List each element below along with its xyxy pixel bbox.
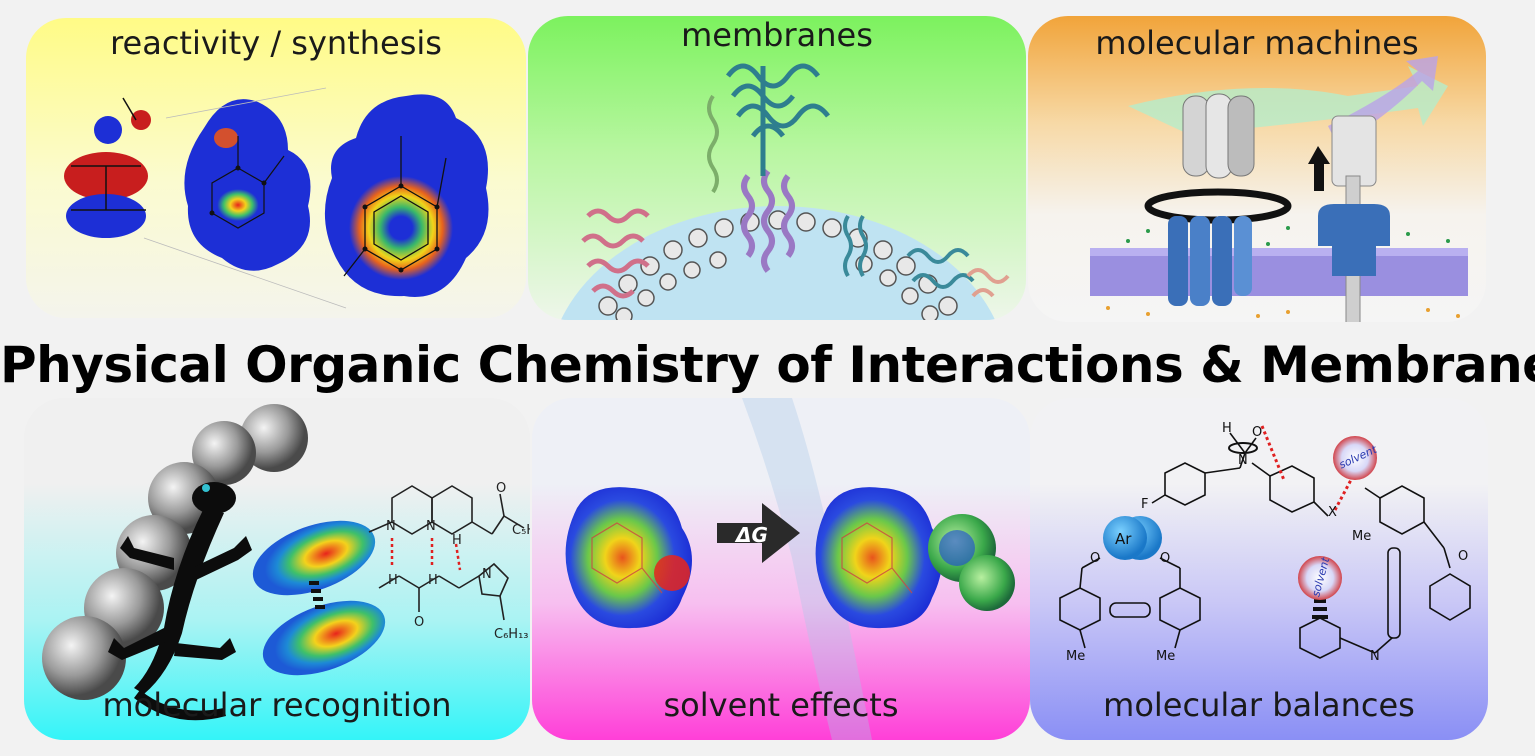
methyl-mid: Me: [1156, 649, 1175, 664]
balance-structure-top: [1151, 432, 1329, 517]
delta-g-arrow-icon: [717, 503, 800, 563]
orbital-small-blue: [94, 116, 122, 144]
stacking-interaction: [309, 581, 325, 609]
atom-n-right: N: [1370, 649, 1380, 664]
protein-teal: [726, 63, 830, 176]
panel-label-balances: molecular balances: [1103, 686, 1415, 724]
panel-label-machines: molecular machines: [1095, 24, 1419, 62]
atom-o-2: O: [414, 615, 424, 630]
delta-g-label: ΔG: [734, 523, 768, 547]
atom-h-1: H: [452, 533, 462, 548]
gecko-icon: [108, 482, 252, 721]
reactivity-illustration: [64, 87, 489, 309]
panel-label-membranes: membranes: [681, 16, 873, 54]
chain-c6h13: C₆H₁₃: [494, 627, 529, 642]
water-splash: [742, 398, 872, 740]
panel-solvent-effects: ΔG solvent effects: [532, 398, 1030, 740]
solvent-ball-top: [1333, 436, 1377, 480]
esp-hotspot: [212, 183, 264, 223]
panel-molecular-balances: solvent H N O F X Ar: [1030, 398, 1488, 740]
atom-n-3: N: [482, 567, 492, 582]
panel-membranes: membranes: [528, 16, 1026, 320]
atom-h-2: H: [388, 573, 398, 588]
panel-label-reactivity: reactivity / synthesis: [110, 24, 442, 62]
atom-x: X: [1328, 505, 1337, 520]
panel-reactivity-synthesis: reactivity / synthesis: [26, 18, 526, 318]
atom-o-right: O: [1458, 549, 1468, 564]
main-title: Physical Organic Chemistry of Interactio…: [0, 336, 1535, 394]
panel-label-recognition: molecular recognition: [102, 686, 452, 724]
panel-molecular-recognition: N N H O C₅H₁₁ H H O N C₆H₁₃ molecular re…: [24, 398, 530, 740]
panel-molecular-machines: molecular machines: [1028, 16, 1486, 322]
solvent-sphere-2: [959, 555, 1015, 611]
methyl-right: Me: [1352, 529, 1371, 544]
orbital-small-red: [131, 110, 151, 130]
rotation-arrow-icon: [1144, 188, 1292, 224]
orbital-lobe-blue: [66, 194, 146, 238]
rotary-motor: [1144, 93, 1292, 306]
esp-solute-1: [565, 487, 692, 629]
atom-o-left: O: [1090, 551, 1100, 566]
protein-pink: [581, 208, 650, 299]
protein-purple: [741, 169, 795, 273]
atom-h: H: [1222, 421, 1232, 436]
piston: [1308, 115, 1390, 322]
recognition-illustration: N N H O C₅H₁₁ H H O N C₆H₁₃: [42, 404, 530, 721]
atom-o-1: O: [496, 481, 506, 496]
atom-n: N: [1238, 453, 1248, 468]
esp-disk-bottom: [262, 600, 386, 676]
chain-c5h11: C₅H₁₁: [512, 523, 530, 538]
atom-h-3: H: [428, 573, 438, 588]
atom-n-2: N: [426, 519, 436, 534]
membrane-illustration: [560, 63, 1010, 320]
lipid-bilayer: [598, 210, 958, 320]
membrane-slab: [1090, 256, 1468, 296]
esp-disk-top: [252, 520, 376, 596]
naphthyridine-structure: [368, 485, 525, 621]
ar-label: Ar: [1115, 530, 1132, 548]
atom-n-1: N: [386, 519, 396, 534]
ar-sphere: [1103, 516, 1147, 560]
atom-o-mid: O: [1160, 551, 1170, 566]
balances-illustration: solvent H N O F X Ar: [1059, 421, 1471, 664]
esp-solute-2: [815, 487, 942, 629]
solvent-illustration: ΔG: [565, 398, 1015, 740]
atom-o: O: [1252, 425, 1262, 440]
panel-label-solvent: solvent effects: [663, 686, 899, 724]
molecular-machines-illustration: [1090, 56, 1468, 322]
vesicle-interior: [560, 206, 996, 320]
balance-structure-left: [1059, 557, 1201, 649]
solvent-ball-bottom: [1298, 556, 1342, 600]
up-arrow-icon: [1308, 146, 1330, 191]
atom-f: F: [1141, 497, 1148, 512]
protein-right: [843, 214, 975, 289]
methyl-left: Me: [1066, 649, 1085, 664]
